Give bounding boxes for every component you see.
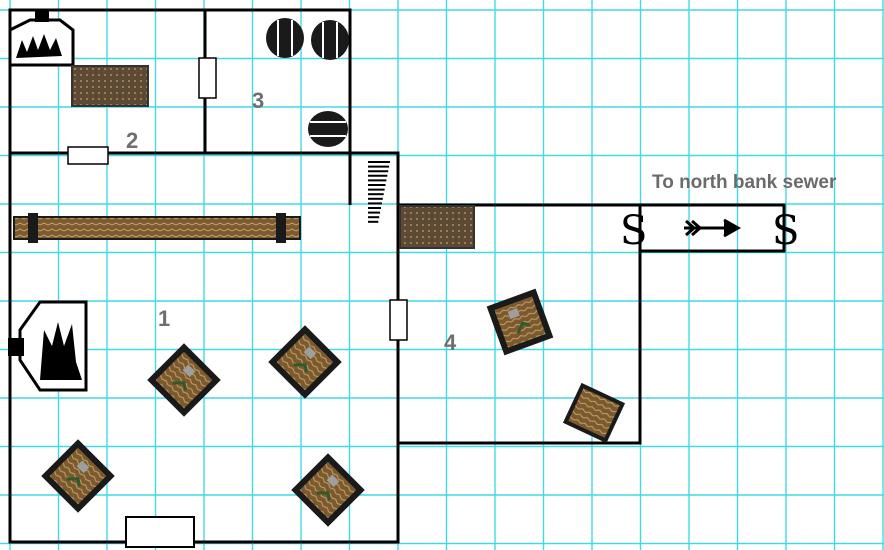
door-room1-south [125, 516, 195, 548]
table-with-chairs-icon [289, 451, 367, 529]
room-label-1: 1 [158, 306, 170, 331]
table-with-chairs-icon [266, 323, 344, 401]
door-room1-room4 [389, 299, 408, 341]
fireplace-icon [8, 300, 88, 392]
barrel-icon [266, 18, 304, 58]
crate-icon [562, 382, 626, 444]
room-label-4: 4 [444, 330, 457, 355]
room-label-3: 3 [252, 88, 264, 113]
secret-door-marker: S [620, 208, 647, 254]
barrel-icon [311, 20, 349, 60]
bench-icon [399, 205, 475, 249]
room-label-2: 2 [126, 128, 138, 153]
stairs-icon [368, 161, 390, 223]
door-room2-room3 [198, 57, 217, 99]
barrel-icon [308, 111, 348, 147]
exit-label: To north bank sewer [652, 172, 837, 193]
bench-icon [71, 65, 149, 107]
secret-door-marker: S [772, 208, 799, 254]
door-room2-south [67, 146, 109, 165]
fireplace-icon [8, 10, 75, 67]
arrow-icon [684, 218, 742, 238]
long-table-icon [13, 213, 301, 243]
table-with-chairs-icon [39, 437, 117, 515]
table-with-chairs-icon [145, 341, 223, 419]
